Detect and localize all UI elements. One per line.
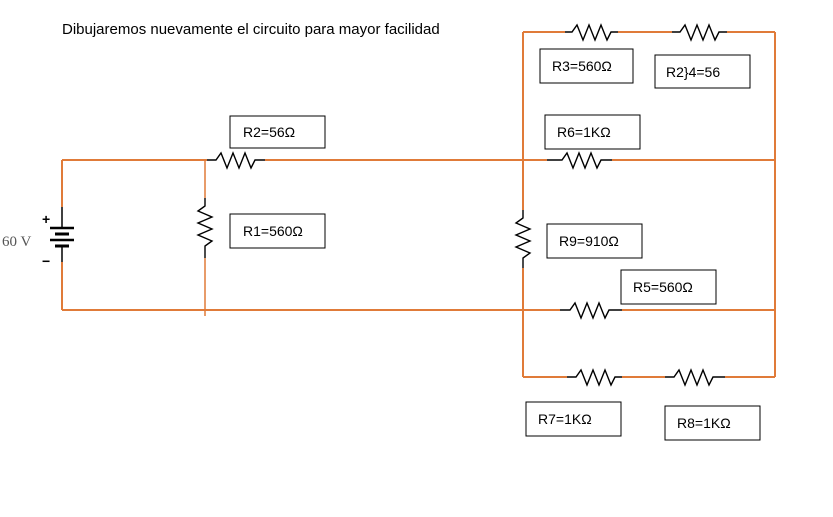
- battery-symbol: [50, 207, 74, 262]
- resistor-r5: [560, 301, 622, 320]
- resistor-r2: [207, 151, 265, 170]
- label-r1: R1=560Ω: [229, 213, 326, 249]
- resistor-r9: [514, 210, 532, 268]
- label-r6: R6=1KΩ: [544, 114, 641, 150]
- svg-text:R7=1KΩ: R7=1KΩ: [538, 411, 592, 427]
- label-r3: R3=560Ω: [539, 48, 634, 84]
- wires: [61, 31, 776, 378]
- label-r9: R9=910Ω: [546, 223, 643, 259]
- svg-text:R2=56Ω: R2=56Ω: [243, 124, 295, 140]
- resistor-r1: [196, 198, 214, 258]
- resistor-r6: [547, 151, 612, 170]
- battery-plus-sign: +: [42, 211, 50, 227]
- resistor-r4: [672, 23, 727, 42]
- label-r2: R2=56Ω: [229, 115, 326, 149]
- svg-text:R1=560Ω: R1=560Ω: [243, 223, 303, 239]
- svg-text:R9=910Ω: R9=910Ω: [559, 233, 619, 249]
- resistor-r7: [567, 368, 622, 387]
- label-r8: R8=1KΩ: [664, 405, 761, 441]
- svg-text:R5=560Ω: R5=560Ω: [633, 279, 693, 295]
- svg-text:R2}4=56: R2}4=56: [666, 64, 720, 80]
- svg-text:R8=1KΩ: R8=1KΩ: [677, 415, 731, 431]
- resistor-r8: [665, 368, 725, 387]
- battery-voltage-label: 60 V: [2, 234, 31, 250]
- label-r5: R5=560Ω: [620, 269, 717, 305]
- label-r4: R2}4=56: [654, 54, 751, 89]
- svg-text:R3=560Ω: R3=560Ω: [552, 58, 612, 74]
- diagram-title: Dibujaremos nuevamente el circuito para …: [62, 21, 440, 38]
- label-r7: R7=1KΩ: [525, 401, 622, 437]
- resistor-r3: [565, 23, 618, 42]
- svg-text:R6=1KΩ: R6=1KΩ: [557, 124, 611, 140]
- battery-minus-sign: −: [42, 253, 50, 269]
